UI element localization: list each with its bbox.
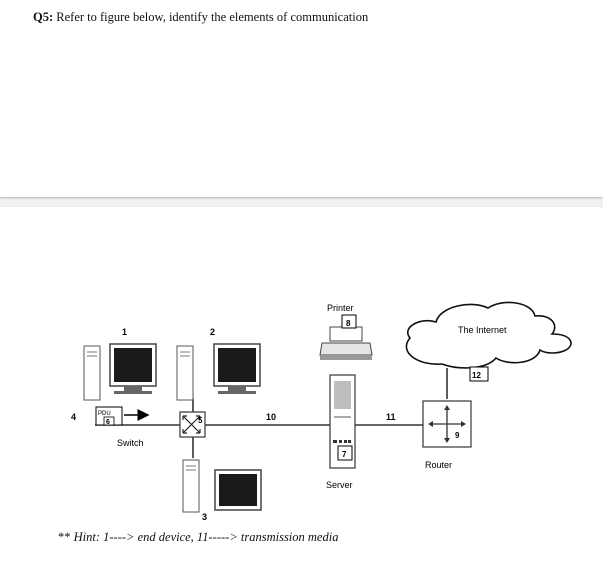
- page-bottom: 1 2 3 4 PDU 6: [0, 207, 603, 563]
- switch-device: [179, 411, 206, 438]
- label-2: 2: [210, 327, 215, 337]
- label-1: 1: [122, 327, 127, 337]
- pc-2: [176, 343, 261, 401]
- label-3: 3: [202, 512, 207, 522]
- label-12-box: [469, 366, 489, 382]
- printer-label: Printer: [327, 303, 354, 313]
- printer-device: [319, 314, 373, 360]
- pdu-envelope: PDU 6: [95, 406, 150, 426]
- question: Q5: Refer to figure below, identify the …: [33, 10, 368, 25]
- label-12: 12: [472, 371, 481, 380]
- label-5: 5: [198, 416, 203, 425]
- label-6: 6: [106, 419, 110, 426]
- switch-label: Switch: [117, 438, 144, 448]
- hint-text: Hint: 1----> end device, 11-----> transm…: [73, 530, 339, 544]
- pdu-label: PDU: [98, 411, 111, 417]
- router-label: Router: [425, 460, 452, 470]
- label-7: 7: [342, 450, 347, 459]
- network-diagram: 1 2 3 4 PDU 6: [71, 301, 572, 522]
- internet-label: The Internet: [458, 325, 507, 335]
- label-11: 11: [386, 412, 396, 422]
- question-number: Q5:: [33, 10, 54, 24]
- page-top: Q5: Refer to figure below, identify the …: [0, 0, 603, 197]
- pc-1: [83, 343, 157, 401]
- label-9: 9: [455, 431, 460, 440]
- internet-cloud: [405, 301, 572, 369]
- label-4: 4: [71, 412, 76, 422]
- label-8: 8: [346, 319, 351, 328]
- hint-stars: **: [58, 530, 71, 544]
- pc-3: [182, 459, 262, 513]
- server-device: [329, 374, 356, 469]
- server-label: Server: [326, 480, 353, 490]
- link-lines: [95, 368, 448, 458]
- router-device: [422, 400, 472, 448]
- hint: ** Hint: 1----> end device, 11-----> tra…: [58, 530, 338, 545]
- question-text: Refer to figure below, identify the elem…: [56, 10, 369, 24]
- label-10: 10: [266, 412, 276, 422]
